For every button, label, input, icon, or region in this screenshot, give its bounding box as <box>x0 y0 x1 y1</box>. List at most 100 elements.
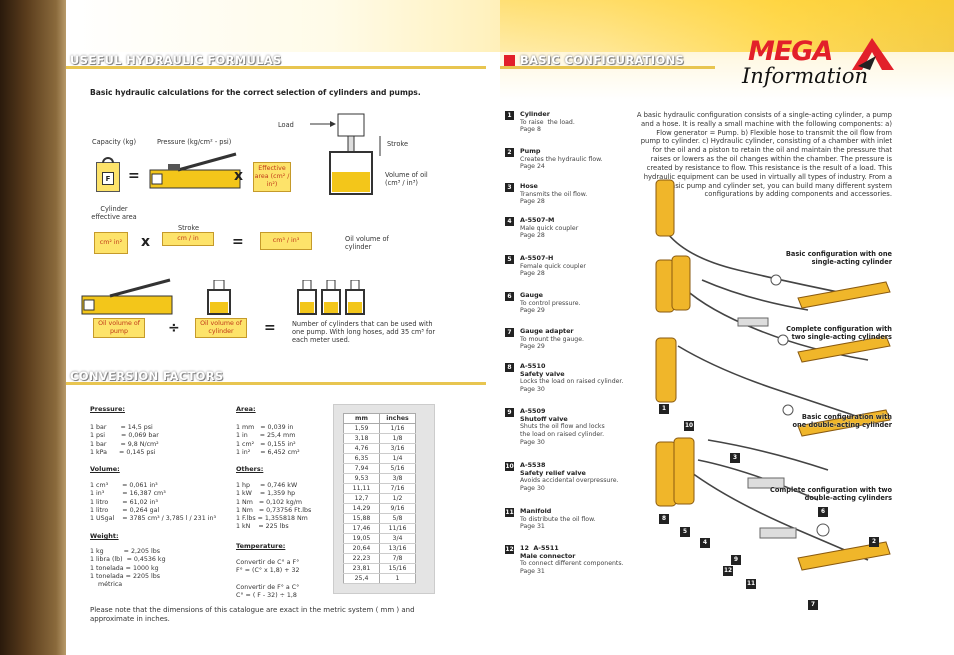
logo-triangle-icon <box>852 38 894 70</box>
config-paragraph: A basic hydraulic configuration consists… <box>636 111 892 199</box>
configurations-title: BASIC CONFIGURATIONS <box>520 53 685 67</box>
volume-factors: 1 cm³ = 0,061 in³ 1 in³ = 16,387 cm³ 1 l… <box>90 482 216 523</box>
tag-6: 6 <box>818 507 828 517</box>
component-title: Gauge <box>520 291 544 299</box>
component-description: Male quick coupler Page 28 <box>520 224 579 240</box>
weight-heading: Weight: <box>90 532 119 540</box>
num-cylinders-note: Number of cylinders that can be used wit… <box>292 320 436 345</box>
inch-cell: 15/16 <box>379 563 416 574</box>
tag-11: 11 <box>746 579 756 589</box>
component-number-badge: 3 <box>505 183 514 192</box>
inch-cell: 1/4 <box>379 453 416 464</box>
pressure-heading: Pressure: <box>90 405 125 413</box>
component-description: Shuts the oil flow and locks the load on… <box>520 423 605 446</box>
component-number-badge: 4 <box>505 217 514 226</box>
component-description: Female quick coupler Page 28 <box>520 262 586 278</box>
temperature-heading: Temperature: <box>236 542 286 550</box>
tag-5: 5 <box>680 527 690 537</box>
component-title: A-5507-H <box>520 254 554 262</box>
weight-factors: 1 kg = 2,205 lbs 1 libra (lb) = 0,4536 k… <box>90 548 166 589</box>
component-number-badge: 7 <box>505 328 514 337</box>
mm-cell: 15,88 <box>343 513 380 524</box>
mm-cell: 4,76 <box>343 443 380 454</box>
component-description: Transmits the oil flow. Page 28 <box>520 190 588 206</box>
others-factors: 1 hp = 0,746 kW 1 kW = 1,359 hp 1 Nm = 0… <box>236 482 312 531</box>
logo-information: Information <box>742 64 869 88</box>
cyl-eff-area-label: Cylinder effective area <box>91 205 137 221</box>
inch-cell: 3/16 <box>379 443 416 454</box>
logo-mega: MEGA <box>748 36 833 67</box>
mm-cell: 11,11 <box>343 483 380 494</box>
f-label: F <box>102 172 114 185</box>
stroke-label-2: Stroke <box>178 224 200 232</box>
catalogue-note: Please note that the dimensions of this … <box>90 606 415 624</box>
mm-cell: 23,81 <box>343 563 380 574</box>
component-number-badge: 11 <box>505 508 514 517</box>
component-title: Gauge adapter <box>520 327 574 335</box>
inch-cell: 13/16 <box>379 543 416 554</box>
effective-area-box: Effective area (cm² / in²) <box>253 162 291 192</box>
cm-in-box: cm / in <box>162 232 214 246</box>
component-number-badge: 5 <box>505 255 514 264</box>
oil-vol-pump-box: Oil volume of pump <box>93 318 145 338</box>
others-heading: Others: <box>236 465 264 473</box>
load-label: Load <box>278 121 294 129</box>
component-description: Creates the hydraulic flow. Page 24 <box>520 155 603 171</box>
pump-gauge-icon <box>149 152 241 189</box>
oil-vol-cyl-box: Oil volume of cylinder <box>195 318 247 338</box>
tag-9: 9 <box>731 555 741 565</box>
pump-icon <box>81 278 173 315</box>
mm-cell: 22,23 <box>343 553 380 564</box>
mm-cell: 17,46 <box>343 523 380 534</box>
weight-icon: F <box>96 157 120 192</box>
component-description: Locks the load on raised cylinder. Page … <box>520 378 624 393</box>
mm-cell: 1,59 <box>343 423 380 434</box>
inch-cell: 5/8 <box>379 513 416 524</box>
cm2-box: cm² in² <box>94 232 128 254</box>
component-number-badge: 10 <box>505 462 514 471</box>
formulas-bar <box>66 66 486 69</box>
inch-cell: 1/8 <box>379 433 416 444</box>
component-number-badge: 12 <box>505 545 514 554</box>
component-number-badge: 9 <box>505 408 514 417</box>
component-description: To raise the load. Page 8 <box>520 118 575 134</box>
cylinder-icon <box>207 280 231 315</box>
component-title: Hose <box>520 182 538 190</box>
area-heading: Area: <box>236 405 256 413</box>
oil-vol-cyl-label: Oil volume of cylinder <box>345 235 389 251</box>
conversion-title: CONVERSION FACTORS <box>70 369 224 383</box>
component-description: To connect different components. Page 31 <box>520 560 624 575</box>
inch-cell: 11/16 <box>379 523 416 534</box>
conversion-bar <box>66 382 486 385</box>
left-decorative-bar <box>0 0 66 655</box>
tag-3: 3 <box>730 453 740 463</box>
inch-cell: 3/8 <box>379 473 416 484</box>
tag-1: 1 <box>659 404 669 414</box>
pressure-label: Pressure (kg/cm² - psi) <box>157 138 232 146</box>
inch-cell: 1/2 <box>379 493 416 504</box>
mm-cell: 12,7 <box>343 493 380 504</box>
component-title: A-5509 Shutoff valve <box>520 407 568 423</box>
inch-cell: 1/16 <box>379 423 416 434</box>
tag-12: 12 <box>723 566 733 576</box>
component-number-badge: 8 <box>505 363 514 372</box>
formulas-subtitle: Basic hydraulic calculations for the cor… <box>90 88 421 97</box>
component-title: 12 A-5511 Male connector <box>520 544 576 560</box>
component-description: To distribute the oil flow. Page 31 <box>520 515 596 531</box>
formulas-title: USEFUL HYDRAULIC FORMULAS <box>70 53 282 67</box>
inch-cell: 7/8 <box>379 553 416 564</box>
component-title: A-5538 Safety relief valve <box>520 461 586 477</box>
